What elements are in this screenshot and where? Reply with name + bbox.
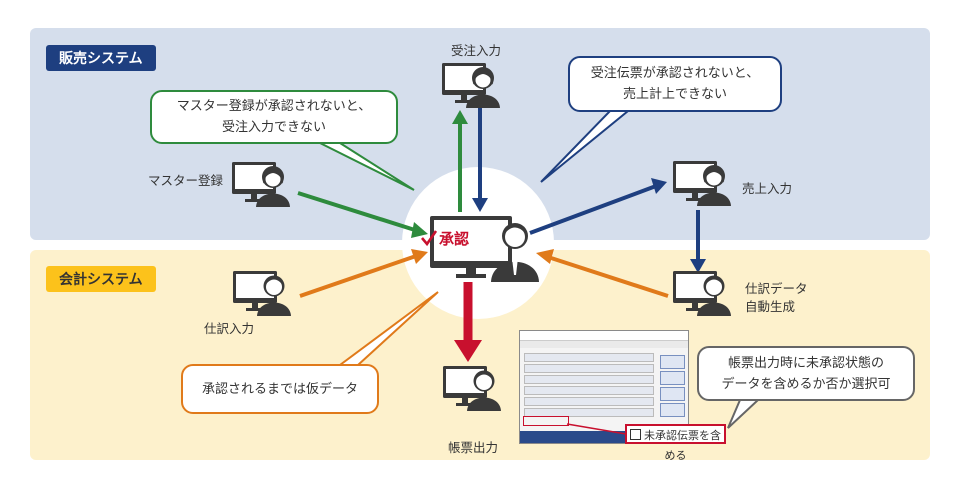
master-reg-label: マスター登録: [148, 173, 224, 188]
auto-journal-line2: 自動生成: [745, 299, 796, 314]
approval-label: 承認: [439, 230, 470, 248]
thumbnail-section: [524, 375, 654, 384]
arrow-journal-entry-to-approval: [299, 249, 428, 298]
accounting-system-tag: 会計システム: [46, 266, 156, 292]
thumbnail-button: [660, 371, 685, 385]
master-bubble-line2: 受注入力できない: [221, 120, 326, 135]
thumbnail-button: [660, 403, 685, 417]
thumbnail-section: [524, 397, 654, 406]
report-option-bubble: 帳票出力時に未承認状態の データを含めるか否か選択可: [697, 346, 915, 401]
arrow-auto-journal-to-approval: [536, 249, 669, 298]
arrow-order-to-approval: [472, 108, 488, 212]
report-bubble-line2: データを含めるか否か選択可: [721, 376, 891, 392]
thumbnail-menubar: [520, 341, 688, 348]
order-entry-label: 受注入力: [451, 43, 502, 58]
thumbnail-button: [660, 355, 685, 369]
order-bubble-line1: 受注伝票が承認されないと、: [590, 66, 760, 81]
report-output-label: 帳票出力: [448, 440, 499, 455]
sales-system-tag: 販売システム: [46, 45, 156, 71]
order-approval-bubble: 受注伝票が承認されないと、 売上計上できない: [568, 56, 782, 112]
report-bubble-line1: 帳票出力時に未承認状態の: [727, 355, 884, 371]
thumbnail-section: [524, 353, 654, 362]
journal-entry-label: 仕訳入力: [204, 321, 255, 336]
include-unapproved-checkbox[interactable]: 未承認伝票を含める: [625, 424, 726, 462]
arrow-approval-to-sales: [529, 178, 667, 235]
temp-bubble-text: 承認されるまでは仮データ: [201, 381, 358, 397]
arrow-master-to-approval: [297, 191, 428, 238]
auto-journal-line1: 仕訳データ: [745, 281, 808, 296]
thumbnail-section: [524, 364, 654, 373]
auto-journal-label: 仕訳データ 自動生成: [745, 280, 808, 316]
order-bubble-line2: 売上計上できない: [622, 87, 727, 102]
thumbnail-section: [524, 386, 654, 395]
thumbnail-button: [660, 387, 685, 401]
check-icon: [421, 230, 438, 247]
sales-entry-label: 売上入力: [742, 181, 793, 196]
arrow-approval-to-order: [452, 110, 468, 212]
arrow-approval-to-report: [454, 282, 482, 362]
approver-computer-user-icon: [430, 216, 539, 282]
temp-data-bubble: 承認されるまでは仮データ: [181, 364, 379, 414]
thumbnail-titlebar: [520, 331, 688, 341]
checkbox-icon[interactable]: [630, 429, 641, 440]
arrow-sales-to-journal: [690, 210, 706, 273]
master-approval-bubble: マスター登録が承認されないと、 受注入力できない: [150, 90, 398, 144]
include-unapproved-label: 未承認伝票を含める: [644, 429, 721, 462]
thumbnail-highlight: [523, 416, 569, 426]
thumbnail-section: [524, 408, 654, 417]
master-bubble-line1: マスター登録が承認されないと、: [176, 99, 372, 114]
